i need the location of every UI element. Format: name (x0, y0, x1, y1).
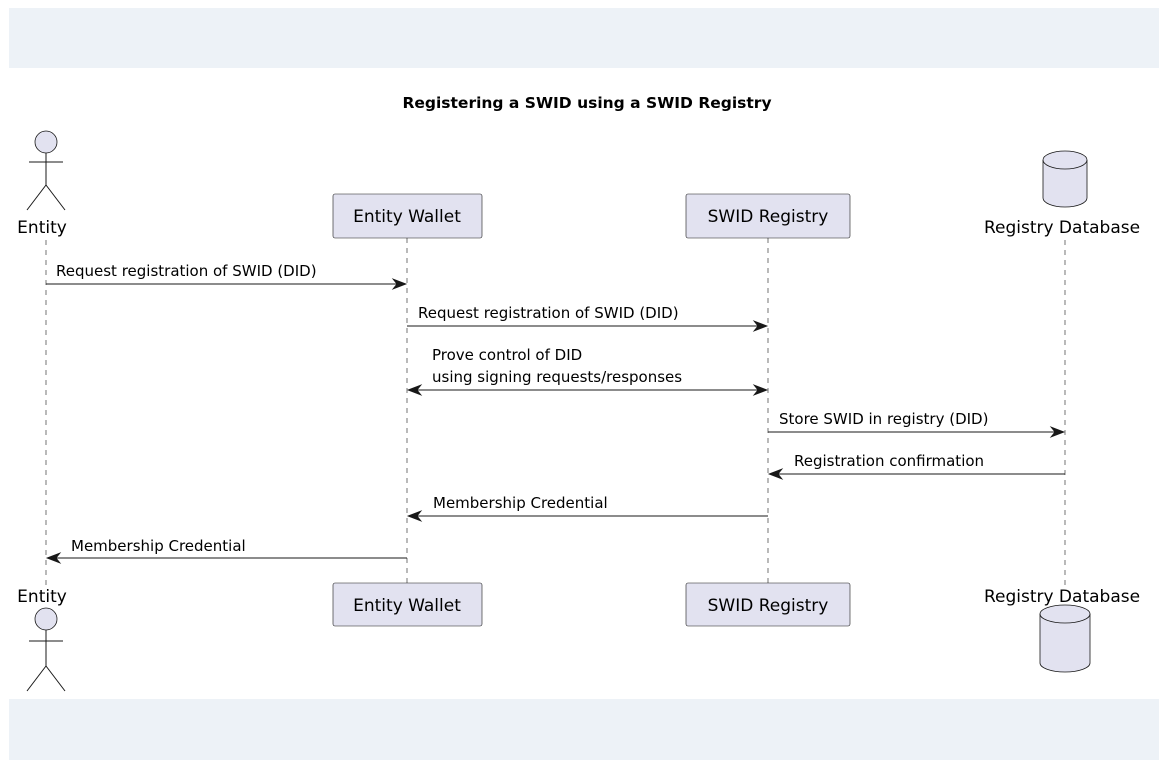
message-6: Membership Credential (406, 494, 768, 522)
arrow-right-icon (1049, 426, 1066, 438)
message-label: Store SWID in registry (DID) (779, 410, 988, 428)
arrow-left-icon (767, 468, 784, 480)
actor-right-leg-icon (45, 665, 66, 692)
database-rim-icon (1042, 159, 1088, 170)
participant-label-entity-wallet: Entity Wallet (353, 596, 461, 616)
diagram-title: Registering a SWID using a SWID Registry (402, 94, 771, 112)
message-3: Prove control of DID using signing reque… (406, 346, 769, 396)
database-registry-bottom: Registry Database (984, 587, 1140, 673)
message-label: Membership Credential (433, 494, 608, 512)
message-label: Request registration of SWID (DID) (418, 304, 679, 322)
arrow-right-icon (752, 384, 769, 396)
participant-box (332, 582, 483, 627)
actor-entity-top: Entity (17, 130, 67, 238)
arrow-left-icon (45, 552, 62, 564)
participant-label-entity-wallet: Entity Wallet (353, 207, 461, 227)
database-rim-icon (1039, 613, 1091, 624)
actor-head-icon (34, 607, 58, 631)
arrow-right-icon (752, 320, 769, 332)
message-5: Registration confirmation (767, 452, 1065, 480)
participant-swid-registry-bottom: SWID Registry (685, 582, 851, 627)
participant-swid-registry-top: SWID Registry (685, 193, 851, 239)
participant-label-swid-registry: SWID Registry (708, 207, 829, 227)
database-icon (1039, 604, 1091, 673)
actor-entity-bottom: Entity (17, 587, 67, 692)
message-label: Registration confirmation (794, 452, 984, 470)
message-label: Request registration of SWID (DID) (56, 262, 317, 280)
database-registry-top: Registry Database (984, 150, 1140, 238)
message-7: Membership Credential (45, 537, 407, 564)
actor-right-leg-icon (45, 184, 66, 211)
participant-label-registry-database: Registry Database (984, 218, 1140, 238)
message-label-line-1: Prove control of DID (432, 346, 582, 364)
message-2: Request registration of SWID (DID) (407, 304, 769, 332)
participant-label-registry-database: Registry Database (984, 587, 1140, 607)
message-4: Store SWID in registry (DID) (768, 410, 1066, 438)
message-1: Request registration of SWID (DID) (46, 262, 408, 290)
message-label-line-2: using signing requests/responses (432, 368, 682, 386)
top-band (9, 8, 1159, 68)
actor-left-leg-icon (26, 665, 47, 692)
arrow-left-icon (406, 384, 423, 396)
message-label: Membership Credential (71, 537, 246, 555)
participant-label-entity: Entity (17, 218, 67, 238)
actor-left-leg-icon (26, 184, 47, 211)
participant-box (685, 582, 851, 627)
participant-box (332, 193, 483, 239)
actor-head-icon (34, 130, 58, 154)
participant-label-swid-registry: SWID Registry (708, 596, 829, 616)
participant-box (685, 193, 851, 239)
bottom-band (9, 699, 1159, 760)
arrow-left-icon (406, 510, 423, 522)
participant-label-entity: Entity (17, 587, 67, 607)
participant-entity-wallet-bottom: Entity Wallet (332, 582, 483, 627)
participant-entity-wallet-top: Entity Wallet (332, 193, 483, 239)
arrow-right-icon (391, 278, 408, 290)
database-icon (1042, 150, 1088, 208)
